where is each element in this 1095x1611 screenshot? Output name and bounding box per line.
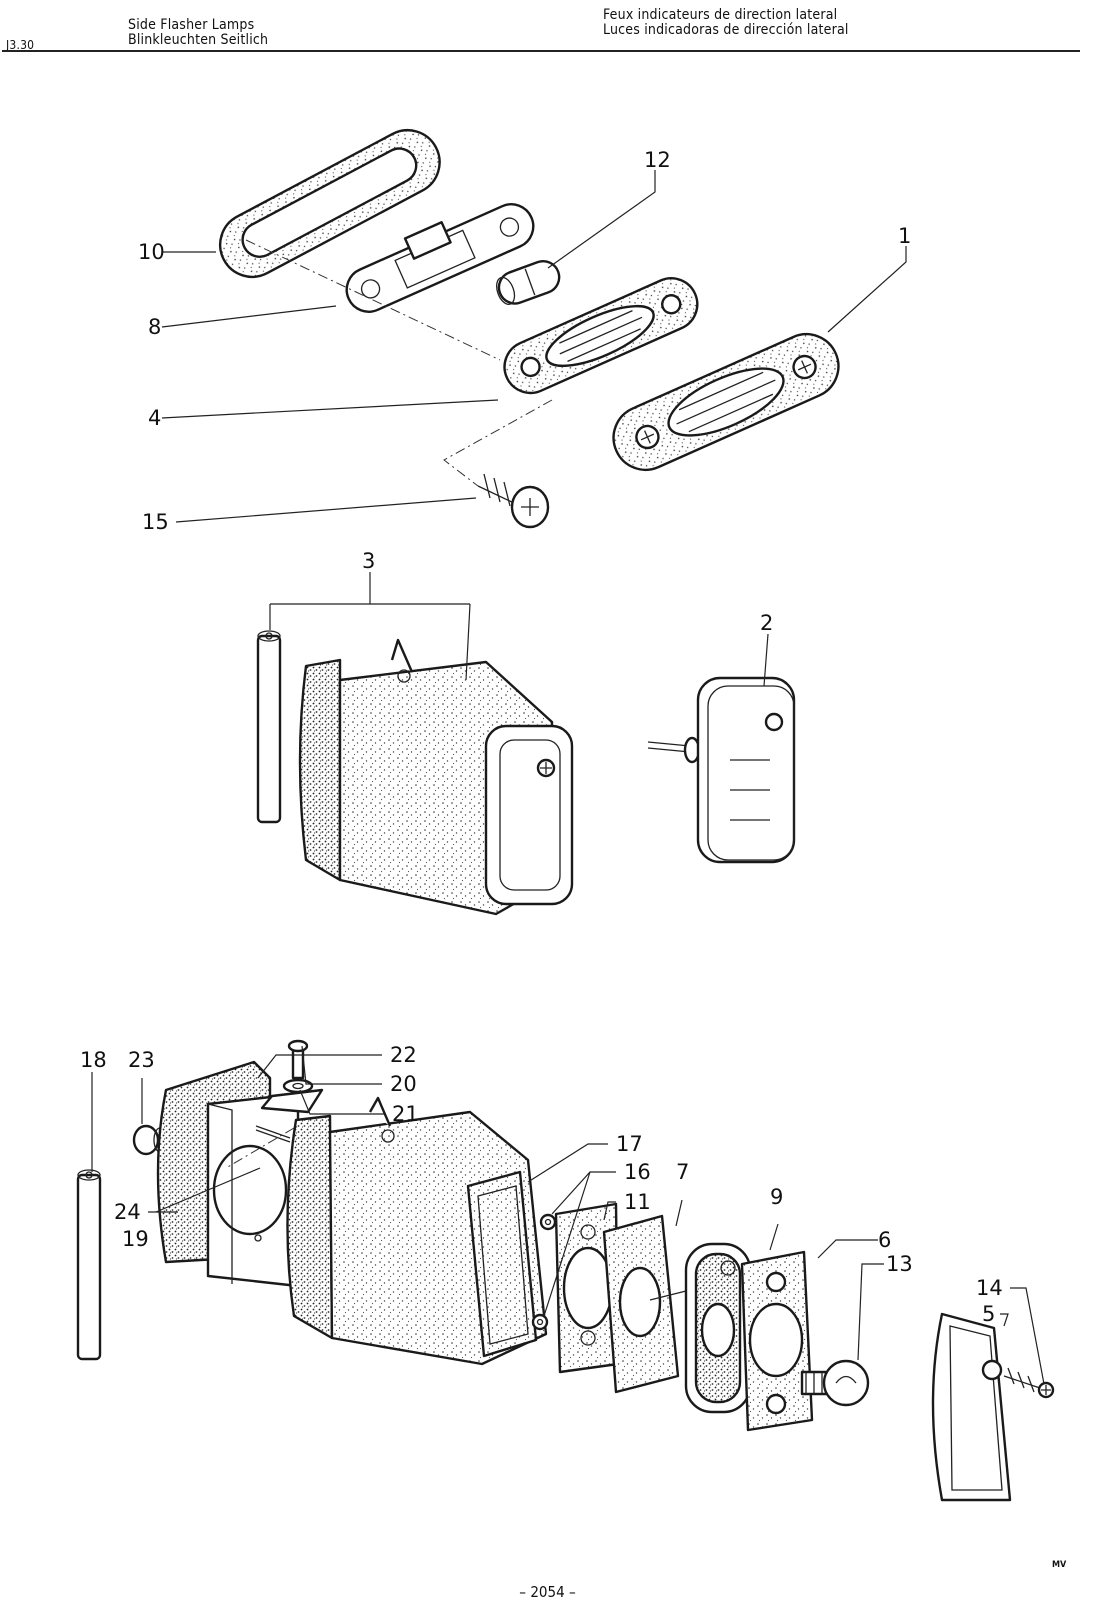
part-13-bulb — [800, 1359, 870, 1407]
callout-13: 13 — [886, 1252, 913, 1276]
part-15-screw — [477, 473, 550, 529]
callout-5: 5 — [982, 1302, 995, 1326]
callout-18: 18 — [80, 1048, 107, 1072]
callout-7: 7 — [676, 1160, 689, 1184]
callout-8: 8 — [148, 315, 161, 339]
callout-12: 12 — [644, 148, 671, 172]
page-number: – 2054 – — [519, 1583, 576, 1601]
part-14-screw — [1003, 1367, 1055, 1399]
title-german: Blinkleuchten Seitlich — [128, 32, 269, 48]
callout-6: 6 — [878, 1228, 891, 1252]
part-3-rod — [256, 630, 282, 824]
part-17-lamp-housing — [286, 1096, 548, 1366]
callout-24: 24 — [114, 1200, 141, 1224]
title-english: Side Flasher Lamps — [128, 17, 255, 33]
part-19-bracket — [206, 1092, 300, 1288]
part-5-lens — [931, 1312, 1012, 1502]
callout-17: 17 — [616, 1132, 643, 1156]
part-3-lamp-assembly — [298, 638, 574, 916]
callout-20: 20 — [390, 1072, 417, 1096]
callout-19: 19 — [122, 1227, 149, 1251]
part-4-lamp-housing — [503, 277, 699, 395]
section-code: J3.30 — [6, 38, 35, 52]
callout-4: 4 — [148, 406, 161, 430]
part-18-rod — [76, 1169, 102, 1361]
part-8-lamp-base — [345, 203, 535, 313]
callout-9: 9 — [770, 1185, 783, 1209]
part-24-stud — [255, 1125, 291, 1143]
part-1-side-flasher-lamp — [612, 333, 840, 471]
phillips-screw-icon — [1041, 1385, 1051, 1395]
part-7-lens-holder — [602, 1214, 691, 1394]
callout-1: 1 — [898, 224, 911, 248]
callout-14: 14 — [976, 1276, 1003, 1300]
bulb-icon — [822, 1359, 870, 1407]
callout-22: 22 — [390, 1043, 417, 1067]
callout-labels: 12 1 10 8 4 15 3 2 18 23 22 20 21 24 19 … — [80, 148, 1003, 1326]
phillips-screw-icon — [521, 498, 539, 516]
title-block-left: Side Flasher Lamps Blinkleuchten Seitlic… — [128, 18, 268, 48]
artist-mark: MV — [1052, 1560, 1067, 1570]
leader-lines — [91, 170, 1045, 1385]
assembly-line — [443, 399, 553, 487]
callout-10: 10 — [138, 240, 165, 264]
callout-15: 15 — [142, 510, 169, 534]
title-spanish: Luces indicadoras de dirección lateral — [603, 22, 849, 38]
assembly-line — [245, 239, 501, 361]
part-11-gasket — [554, 1202, 620, 1374]
part-12-bulb — [496, 260, 561, 305]
callout-23: 23 — [128, 1048, 155, 1072]
part-10-lamp-cover — [218, 129, 441, 279]
callout-2: 2 — [760, 611, 773, 635]
callout-16: 16 — [624, 1160, 651, 1184]
title-french: Feux indicateurs de direction lateral — [603, 7, 838, 23]
callout-11: 11 — [624, 1190, 651, 1214]
part-2-flasher-lamp — [647, 676, 796, 864]
assembly-line — [225, 1127, 295, 1169]
callout-21: 21 — [392, 1102, 419, 1126]
part-6-seal — [740, 1250, 814, 1432]
part-9-reflector — [684, 1242, 752, 1414]
title-block-right: Feux indicateurs de direction lateral Lu… — [603, 8, 849, 38]
header-rule — [2, 50, 1080, 52]
part-16-clip — [531, 1213, 557, 1331]
callout-3: 3 — [362, 549, 375, 573]
